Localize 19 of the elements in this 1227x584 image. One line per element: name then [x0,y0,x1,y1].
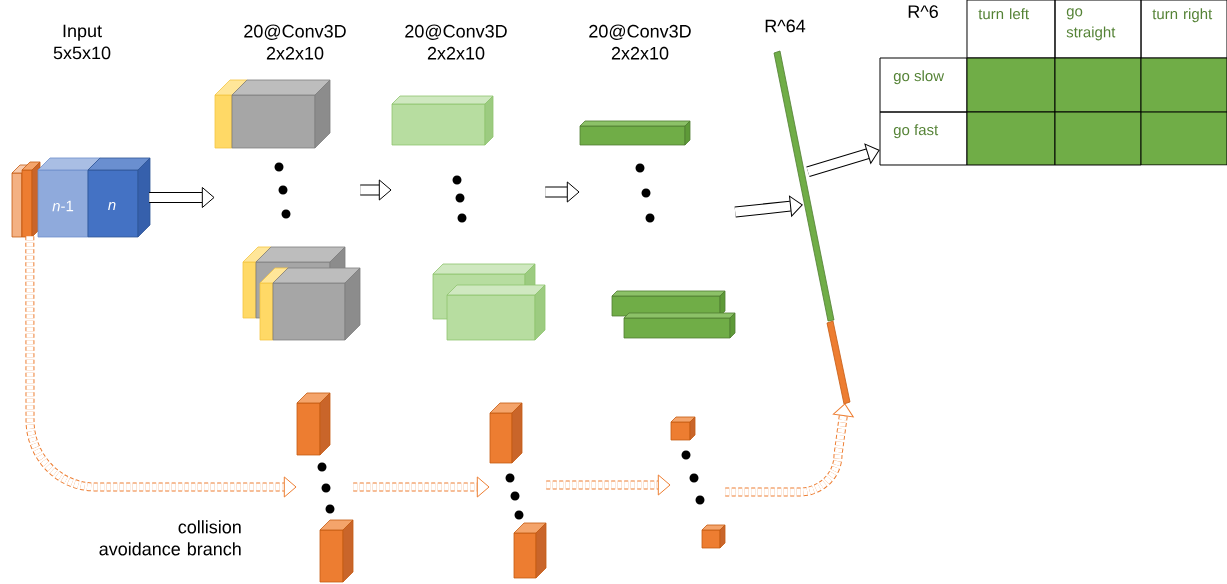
block-arrow [353,476,490,498]
feature-map-drawing [670,416,726,549]
heading: R^6 [908,5,938,18]
feature-map-drawing [296,392,354,583]
heading: 20@Conv3D 2x2x10 [589,24,691,60]
block-arrow [25,236,297,498]
heading: R^64 [765,19,806,33]
block-arrow [360,179,392,201]
block-arrow [545,181,580,203]
block-arrow [546,474,671,496]
heading: Input 5x5x10 [53,24,111,60]
block-arrow [725,403,854,497]
table-header-cell: turn right [1140,0,1227,59]
heading: 20@Conv3D 2x2x10 [244,24,346,60]
block-arrow [149,187,215,208]
feature-map-drawing [489,402,547,579]
cube-label: n-1 [52,200,74,212]
branch-label: collision avoidance branch [99,520,241,556]
heading: 20@Conv3D 2x2x10 [405,24,507,60]
